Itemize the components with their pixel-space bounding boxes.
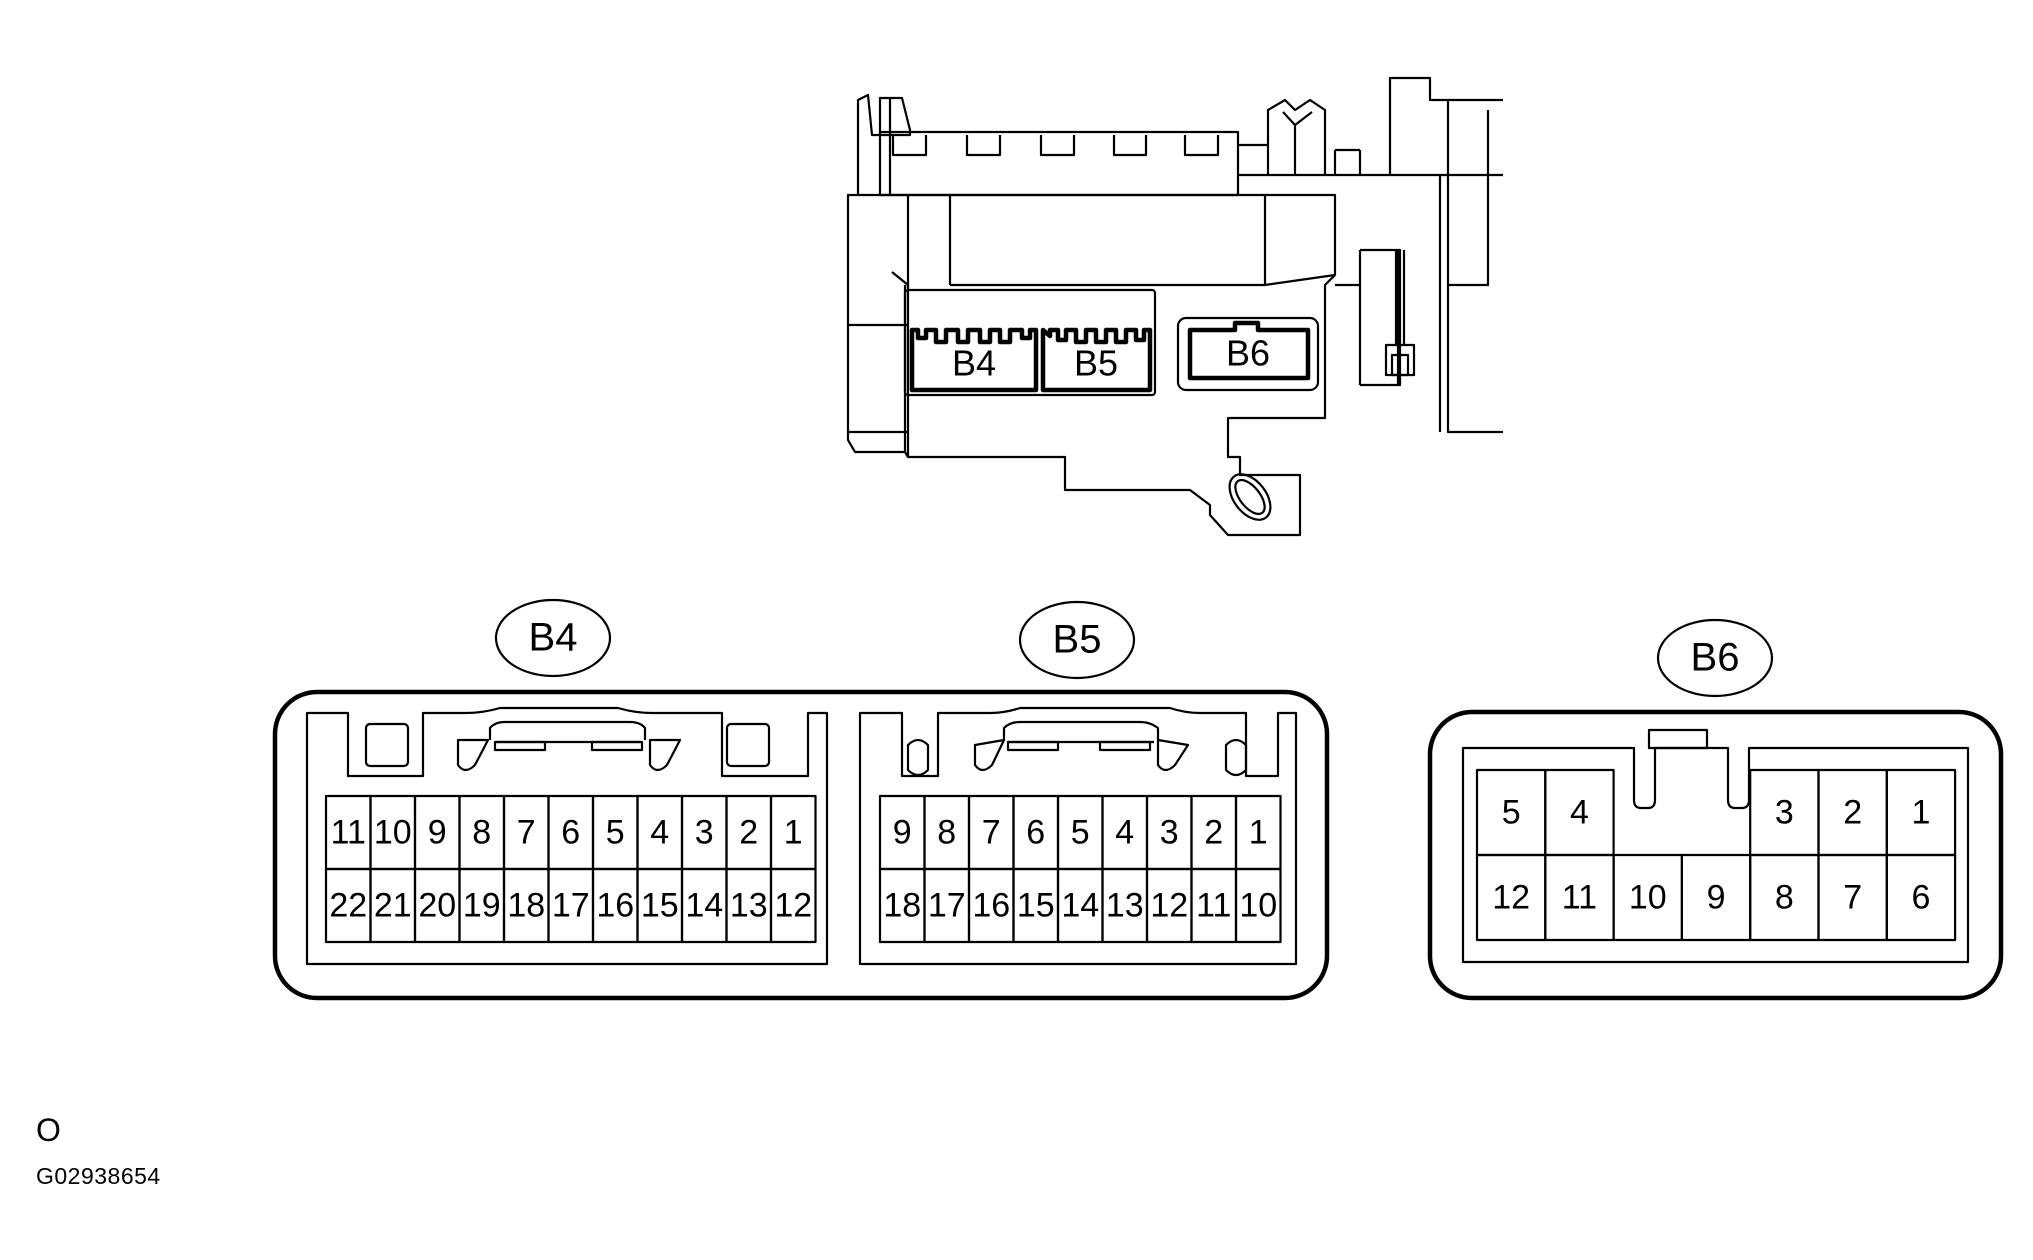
b4-pin-13: 13 [730,886,768,924]
b4-pin-19: 19 [463,886,501,924]
b4-pin-18: 18 [507,886,545,924]
bubble-b4: B4 [494,598,612,678]
b5-pin-16: 16 [972,886,1010,924]
b5-pin-3: 3 [1160,813,1179,851]
bubble-b4-label: B4 [529,616,578,660]
b6-pin-3: 3 [1775,793,1794,831]
b5-cell [1234,867,1282,944]
b6-pin-8: 8 [1775,878,1794,916]
b6-pin-12: 12 [1492,878,1530,916]
b4-pin-5: 5 [606,813,625,851]
bubble-b5-label: B5 [1053,618,1102,662]
b4-pin-17: 17 [552,886,590,924]
connector-b4-b5-shell [272,689,1330,1001]
b5-pin-18: 18 [883,886,921,924]
b6-pin-5: 5 [1502,793,1521,831]
b6-pin-11: 11 [1562,878,1597,916]
b5-pin-9: 9 [893,813,912,851]
b5-pin-14: 14 [1061,886,1099,924]
b4-pin-15: 15 [641,886,679,924]
housing-label-b4: B4 [952,343,996,384]
b4-pin-9: 9 [428,813,447,851]
housing-connector-b6: B6 [1187,320,1311,381]
b4-pin-3: 3 [695,813,714,851]
b4-pin-16: 16 [596,886,634,924]
b5-pin-12: 12 [1150,886,1188,924]
b6-pin-1: 1 [1911,793,1930,831]
connector-b6-face: 5 4 3 2 1 12 11 10 9 8 7 6 [1427,709,2004,1001]
component-housing [846,76,1503,537]
b4-pin-10: 10 [374,813,412,851]
b6-cell [1885,853,1957,942]
b4-pin-22: 22 [329,886,367,924]
bubble-b5: B5 [1018,600,1136,680]
b4-pin-1: 1 [784,813,803,851]
b6-pin-9: 9 [1707,878,1726,916]
b5-pin-2: 2 [1204,813,1223,851]
b5-pin-4: 4 [1115,813,1134,851]
housing-connector-b5: B5 [1040,327,1153,393]
b5-pin-10: 10 [1239,886,1277,924]
b4-pin-2: 2 [739,813,758,851]
b4-pin-6: 6 [561,813,580,851]
b5-pin-11: 11 [1196,886,1231,924]
b4-pin-4: 4 [650,813,669,851]
b5-pin-1: 1 [1249,813,1268,851]
comb-teeth [891,135,1220,157]
b5-pin-8: 8 [937,813,956,851]
b4-pin-7: 7 [517,813,536,851]
b5-pin-7: 7 [982,813,1001,851]
b4-pin-12: 12 [774,886,812,924]
b4-pin-8: 8 [472,813,491,851]
b4-pin-11: 11 [331,813,366,851]
b5-pin-5: 5 [1071,813,1090,851]
housing-connector-b4: B4 [909,327,1039,393]
b4-pin-14: 14 [685,886,723,924]
footer-mark: O [36,1112,61,1148]
bubble-b6: B6 [1656,618,1774,698]
bubble-b6-label: B6 [1691,636,1740,680]
b6-pin-4: 4 [1570,793,1589,831]
b5-pin-17: 17 [928,886,966,924]
b5-pin-6: 6 [1026,813,1045,851]
figure-id: G02938654 [36,1163,161,1189]
b6-pin-7: 7 [1843,878,1862,916]
b6-pin-6: 6 [1911,878,1930,916]
b5-pin-15: 15 [1017,886,1055,924]
housing-label-b5: B5 [1074,343,1118,384]
housing-label-b6: B6 [1226,333,1270,374]
b6-pin-10: 10 [1629,878,1667,916]
b4-cell [769,867,817,944]
b6-pin-2: 2 [1843,793,1862,831]
b4-pin-21: 21 [374,886,412,924]
b5-pin-13: 13 [1106,886,1144,924]
b4-pin-20: 20 [418,886,456,924]
b6-terminal-grid: 5 4 3 2 1 12 11 10 9 8 7 6 [1475,768,1957,942]
